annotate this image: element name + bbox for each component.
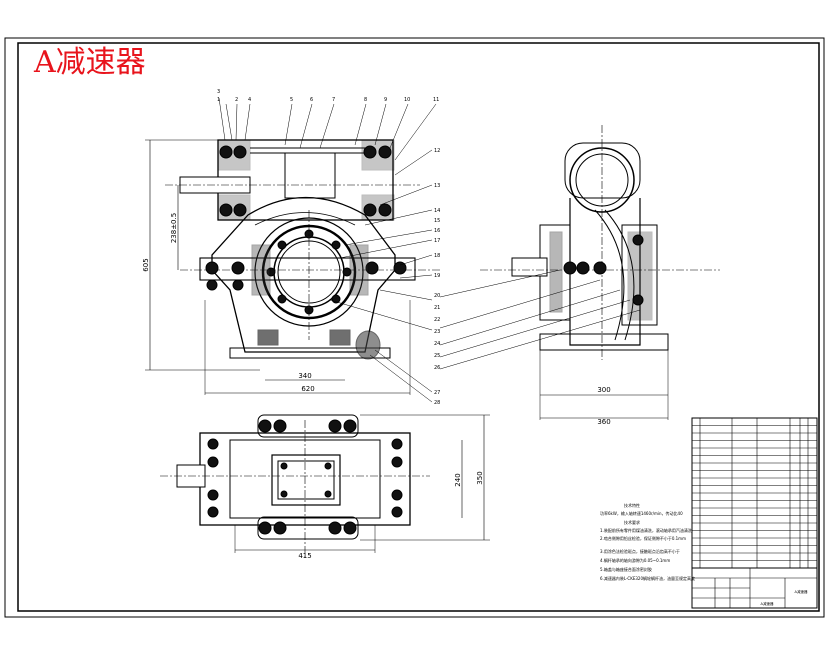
callout-19: 19 <box>434 273 440 279</box>
callout-24: 24 <box>434 341 440 347</box>
callout-20: 20 <box>434 293 440 299</box>
callout-12: 12 <box>434 148 440 154</box>
callout-1: 1 <box>217 97 220 103</box>
tech-req-line-1: 1.装配前所有零件用煤油清洗，滚动轴承用汽油清洗 <box>600 527 692 533</box>
side-view <box>439 125 720 420</box>
tech-spec-line: 功率6kW，输入轴转速1460r/min，传动比40 <box>600 510 683 516</box>
callout-4: 4 <box>248 97 251 103</box>
tech-spec-title: 技术特性 <box>624 502 640 508</box>
callout-22: 22 <box>434 317 440 323</box>
dim-top-total-depth: 350 <box>476 471 484 484</box>
dim-side-total-width: 360 <box>597 418 610 426</box>
title-block-name: A减速器 <box>795 589 808 594</box>
front-view <box>145 97 440 403</box>
callouts-top: 3 1 2 4 5 6 7 8 9 10 11 <box>217 89 439 103</box>
callout-3: 3 <box>217 89 220 95</box>
top-view <box>160 414 490 560</box>
callout-28: 28 <box>434 400 440 406</box>
callout-17: 17 <box>434 238 440 244</box>
callout-13: 13 <box>434 183 440 189</box>
dim-front-inner-width: 340 <box>298 372 311 380</box>
dim-top-width: 415 <box>298 552 311 560</box>
title-block-label: A减速器 <box>761 601 774 606</box>
callout-23: 23 <box>434 329 440 335</box>
callout-11: 11 <box>433 97 439 103</box>
callout-27: 27 <box>434 390 440 396</box>
drawing-title: A减速器 <box>33 45 146 80</box>
tech-req-line-3: 3.用涂色法检验斑点，接触斑点沿齿高不小于 <box>600 548 680 554</box>
callouts-right: 12 13 14 15 16 17 18 19 20 21 22 23 24 2… <box>434 148 440 406</box>
tech-req-line-2: 2.啮合侧隙用铅丝检验，保证侧隙不小于0.1mm <box>600 535 686 541</box>
tech-req-line-4: 4.蜗杆轴承的轴向游隙为0.05~0.1mm <box>600 557 670 563</box>
dim-side-base-width: 300 <box>597 386 610 394</box>
callout-18: 18 <box>434 253 440 259</box>
dim-center-height: 238±0.5 <box>170 213 178 243</box>
callout-6: 6 <box>310 97 313 103</box>
tech-req-title: 技术要求 <box>624 519 640 525</box>
callout-26: 26 <box>434 365 440 371</box>
tech-req-line-6: 6.减速器内装L-CKE320蜗轮蜗杆油，油量至规定高度 <box>600 575 695 581</box>
callout-25: 25 <box>434 353 440 359</box>
outer-border <box>4 37 825 618</box>
callout-15: 15 <box>434 218 440 224</box>
title-block <box>691 417 818 609</box>
callout-2: 2 <box>235 97 238 103</box>
tech-req-line-5: 5.箱盖与箱座接合面涂密封胶 <box>600 566 652 572</box>
callout-7: 7 <box>332 97 335 103</box>
callout-14: 14 <box>434 208 440 214</box>
dim-front-total-width: 620 <box>301 385 314 393</box>
dim-top-inner-depth: 240 <box>454 473 462 486</box>
technical-notes: 技术特性 功率6kW，输入轴转速1460r/min，传动比40 技术要求 1.装… <box>600 502 695 581</box>
callout-10: 10 <box>404 97 410 103</box>
callout-8: 8 <box>364 97 367 103</box>
callout-16: 16 <box>434 228 440 234</box>
callout-21: 21 <box>434 305 440 311</box>
inner-border <box>17 42 820 612</box>
callout-9: 9 <box>384 97 387 103</box>
dim-front-height: 605 <box>142 258 150 271</box>
callout-5: 5 <box>290 97 293 103</box>
